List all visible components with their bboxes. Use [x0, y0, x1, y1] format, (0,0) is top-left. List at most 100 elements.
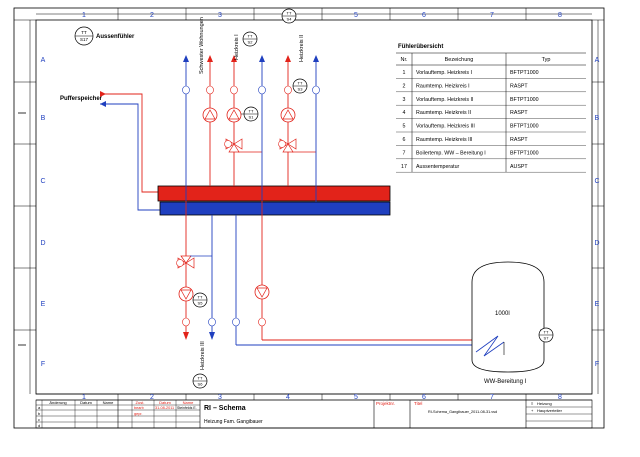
legend-cell: RASPT [510, 83, 528, 89]
sensor-s7[interactable]: TT S7 [538, 327, 554, 343]
svg-text:TT: TT [249, 109, 254, 114]
svg-text:b: b [38, 411, 41, 416]
svg-text:S5: S5 [198, 301, 204, 306]
col-label: 3 [218, 394, 222, 401]
legend-item-heizung: Heizung [537, 401, 552, 406]
hk3-label: Heizkreis III [200, 341, 206, 370]
title-block: Änderung Datum Name a b c d Zust. Datum … [35, 399, 593, 429]
legend-cell: 17 [401, 164, 407, 170]
legend-cell: RASPT [510, 110, 528, 116]
col-label: 2 [150, 12, 154, 19]
file-name: RI-Schema_Gangibauer_2011-08-31.vsd [428, 410, 497, 414]
svg-text:Name: Name [103, 400, 114, 405]
sensor-s4[interactable]: TT S4 [281, 8, 297, 24]
col-label: 1 [82, 394, 86, 401]
legend-header: Typ [542, 57, 551, 63]
legend-header: Bezeichung [445, 57, 474, 63]
svg-text:Name: Name [183, 400, 194, 405]
puffer-supply-line [100, 93, 158, 193]
legend-cell: Vorlauftemp. Heizkreis II [416, 97, 473, 103]
legend-cell: BFTPT1000 [510, 70, 539, 76]
hk2-label: Heizkreis II [299, 34, 305, 62]
sensor-s17[interactable]: TT S17 [74, 26, 94, 46]
col-label: 2 [150, 394, 154, 401]
row-label: C [40, 178, 45, 185]
row-label: F [595, 361, 599, 368]
col-label: 3 [218, 12, 222, 19]
svg-text:S4: S4 [287, 17, 293, 22]
svg-text:Datum: Datum [80, 400, 92, 405]
ww-bereitung-label: WW-Bereitung I [484, 379, 527, 385]
row-label: C [594, 178, 599, 185]
sensor-s2[interactable]: TT S2 [242, 31, 258, 47]
hk1-label: Heizkreis I [234, 34, 240, 60]
svg-text:TT: TT [248, 34, 253, 39]
svg-text:a: a [38, 405, 41, 410]
legend-cell: AUSPT [510, 164, 528, 170]
legend-cell: Raumtemp. Heizkreis I [416, 83, 470, 89]
legend-cell: BFTPT1000 [510, 124, 539, 130]
legend-cell: Vorlauftemp. Heizkreis I [416, 70, 472, 76]
svg-text:TT: TT [198, 376, 203, 381]
legend-cell: BFTPT1000 [510, 97, 539, 103]
svg-text:S2: S2 [248, 40, 254, 45]
col-label: 1 [82, 12, 86, 19]
drawing-subtitle: Heizung Fam. Gangibauer [204, 419, 263, 425]
col-label: 7 [490, 394, 494, 401]
legend-cell: 7 [403, 150, 406, 156]
svg-text:TT: TT [81, 30, 87, 35]
legend-cell: BFTPT1000 [510, 150, 539, 156]
svg-text:gepr.: gepr. [134, 412, 142, 416]
row-label: A [595, 57, 600, 64]
svg-text:Zust.: Zust. [136, 400, 145, 405]
svg-text:TT: TT [544, 330, 549, 335]
svg-text:S3: S3 [298, 87, 304, 92]
return-manifold [159, 201, 391, 216]
col-label: 4 [286, 394, 290, 401]
col-label: 5 [354, 394, 358, 401]
svg-text:d: d [38, 423, 40, 428]
row-label: B [41, 115, 46, 122]
legend-cell: 3 [403, 97, 406, 103]
svg-text:TT: TT [298, 81, 303, 86]
projekt-label: Projektnr. [376, 401, 395, 406]
legend-cell: 4 [403, 110, 406, 116]
svg-text:Änderung: Änderung [49, 400, 66, 405]
legend-cell: 6 [403, 137, 406, 143]
sensor-s6[interactable]: TT S6 [192, 373, 208, 389]
col-label: 8 [558, 12, 562, 19]
row-label: D [594, 240, 599, 247]
svg-text:S7: S7 [544, 336, 550, 341]
sensor-s1[interactable]: TT S1 [243, 106, 259, 122]
row-label: F [41, 361, 45, 368]
row-label: B [595, 115, 600, 122]
pufferspeicher-label: Pufferspeicher [60, 96, 103, 102]
sensor-s3[interactable]: TT S3 [292, 78, 308, 94]
supply-manifold [157, 185, 391, 202]
legend-cell: Vorlauftemp. Heizkreis III [416, 124, 475, 130]
circuit-heizkreis-2 [278, 55, 320, 202]
legend-mark: + [531, 408, 534, 413]
col-label: 6 [422, 394, 426, 401]
circuit-heizkreis-1 [224, 55, 266, 202]
svg-text:31-08-2011: 31-08-2011 [155, 406, 174, 410]
svg-text:S6: S6 [198, 382, 204, 387]
svg-text:Steinfelds E.: Steinfelds E. [177, 406, 197, 410]
legend-cell: Raumtemp. Heizkreis III [416, 137, 473, 143]
svg-text:bearb: bearb [134, 406, 144, 410]
legend-cell: RASPT [510, 137, 528, 143]
svg-text:S17: S17 [80, 37, 89, 42]
svg-text:TT: TT [198, 295, 203, 300]
aussenfuehler-label: Aussenfühler [96, 34, 135, 40]
drawing-title: RI – Schema [204, 405, 246, 412]
legend-cell: 2 [403, 83, 406, 89]
col-label: 6 [422, 12, 426, 19]
puffer-return-line [100, 103, 160, 211]
sw-wohnungen-label: Schwester Wohnungen [199, 17, 205, 74]
sensor-s5[interactable]: TT S5 [192, 292, 208, 308]
legend-cell: Boilertemp. WW – Bereitung I [416, 150, 486, 156]
svg-text:Datum: Datum [159, 400, 171, 405]
svg-text:TT: TT [287, 11, 292, 16]
